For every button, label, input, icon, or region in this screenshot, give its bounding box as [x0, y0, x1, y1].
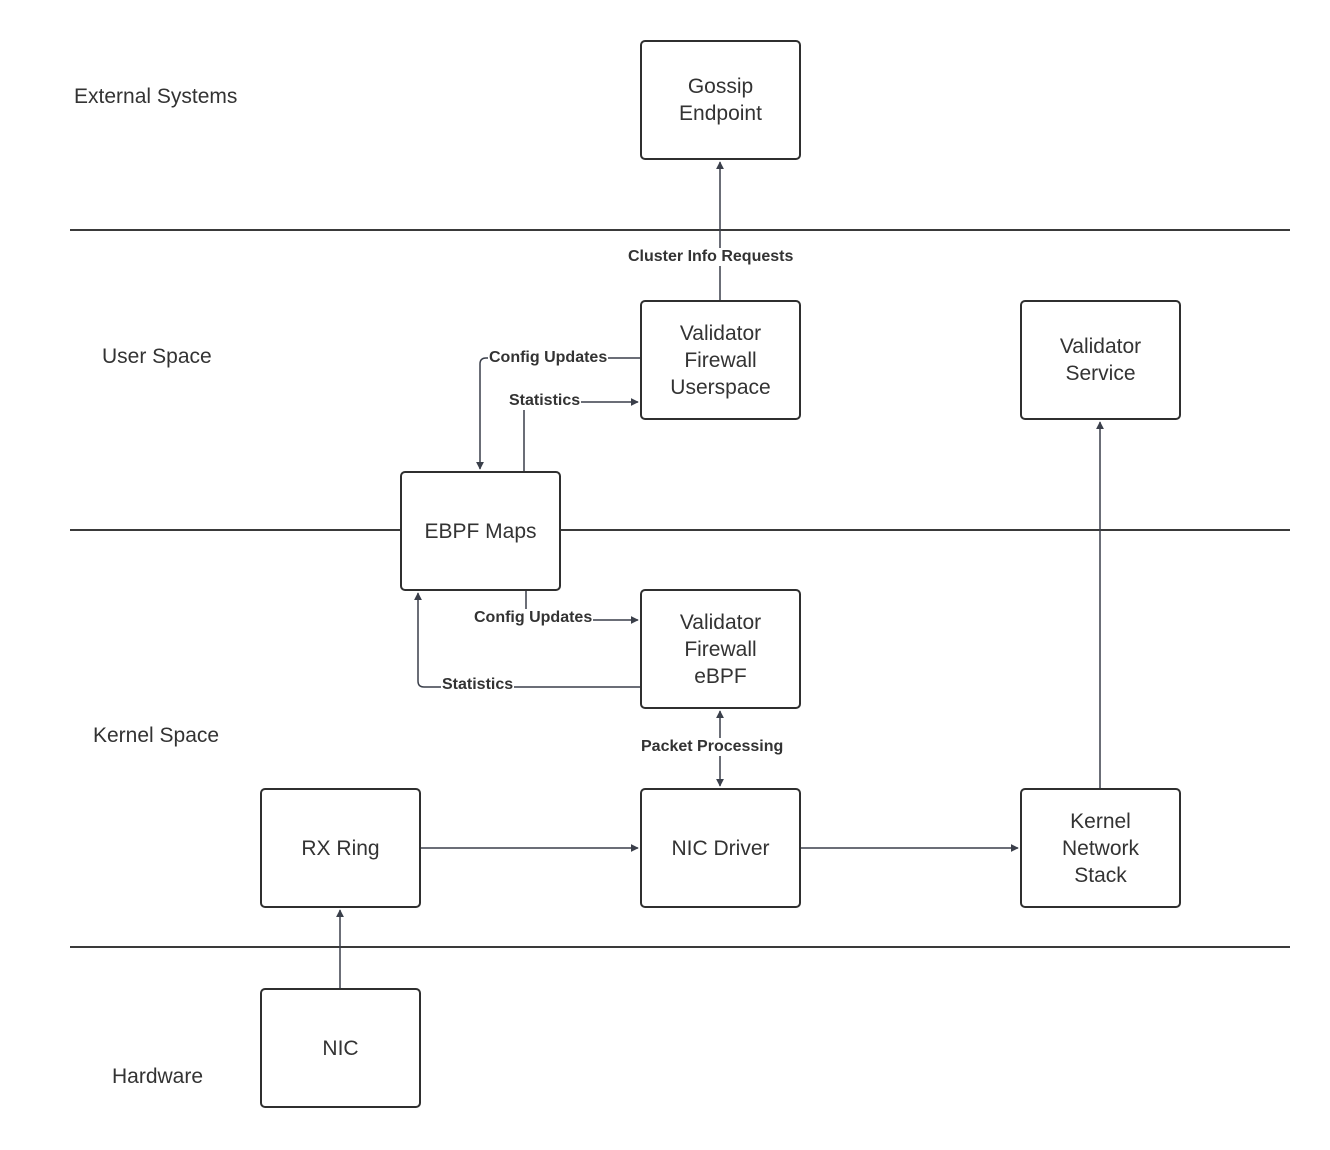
edge-statistics-kernel[interactable] — [414, 592, 640, 688]
node-ebpf-maps[interactable]: EBPF Maps — [400, 471, 561, 591]
node-rx-ring[interactable]: RX Ring — [260, 788, 421, 908]
edge-label-packet-processing: Packet Processing — [640, 738, 785, 756]
node-label-validator-service: Validator Service — [1059, 335, 1142, 385]
edge-label-statistics-user: Statistics — [508, 392, 582, 410]
layer-label-hardware: Hardware — [112, 1065, 204, 1088]
node-label-nic-driver: NIC Driver — [671, 836, 770, 860]
node-label-nic: NIC — [322, 1036, 359, 1060]
node-gossip-endpoint[interactable]: Gossip Endpoint — [640, 40, 801, 160]
node-label-validator-firewall-userspace: Validator Firewall Userspace — [670, 321, 771, 399]
layer-label-external-systems: External Systems — [74, 85, 238, 108]
node-kernel-network-stack[interactable]: Kernel Network Stack — [1020, 788, 1181, 908]
node-label-kernel-network-stack: Kernel Network Stack — [1061, 809, 1140, 887]
node-validator-service[interactable]: Validator Service — [1020, 300, 1181, 420]
layer-divider-user-kernel — [70, 529, 1290, 531]
node-nic-driver[interactable]: NIC Driver — [640, 788, 801, 908]
edge-label-config-updates-user: Config Updates — [488, 349, 609, 367]
edge-config-updates-user[interactable] — [476, 357, 640, 470]
edge-label-config-updates-kernel: Config Updates — [473, 609, 594, 627]
layer-label-kernel-space: Kernel Space — [93, 724, 220, 747]
node-label-rx-ring: RX Ring — [301, 836, 380, 860]
layer-label-user-space: User Space — [102, 345, 212, 368]
edge-label-statistics-kernel: Statistics — [441, 676, 515, 694]
layer-divider-external-user — [70, 229, 1290, 231]
node-label-validator-firewall-ebpf: Validator Firewall eBPF — [679, 610, 762, 688]
edge-statistics-user[interactable] — [523, 398, 639, 471]
node-nic[interactable]: NIC — [260, 988, 421, 1108]
edge-label-cluster-info-requests: Cluster Info Requests — [627, 248, 795, 266]
node-label-gossip-endpoint: Gossip Endpoint — [679, 75, 762, 125]
node-validator-firewall-ebpf[interactable]: Validator Firewall eBPF — [640, 589, 801, 709]
layer-divider-kernel-hardware — [70, 946, 1290, 948]
node-validator-firewall-userspace[interactable]: Validator Firewall Userspace — [640, 300, 801, 420]
node-label-ebpf-maps: EBPF Maps — [424, 519, 537, 543]
